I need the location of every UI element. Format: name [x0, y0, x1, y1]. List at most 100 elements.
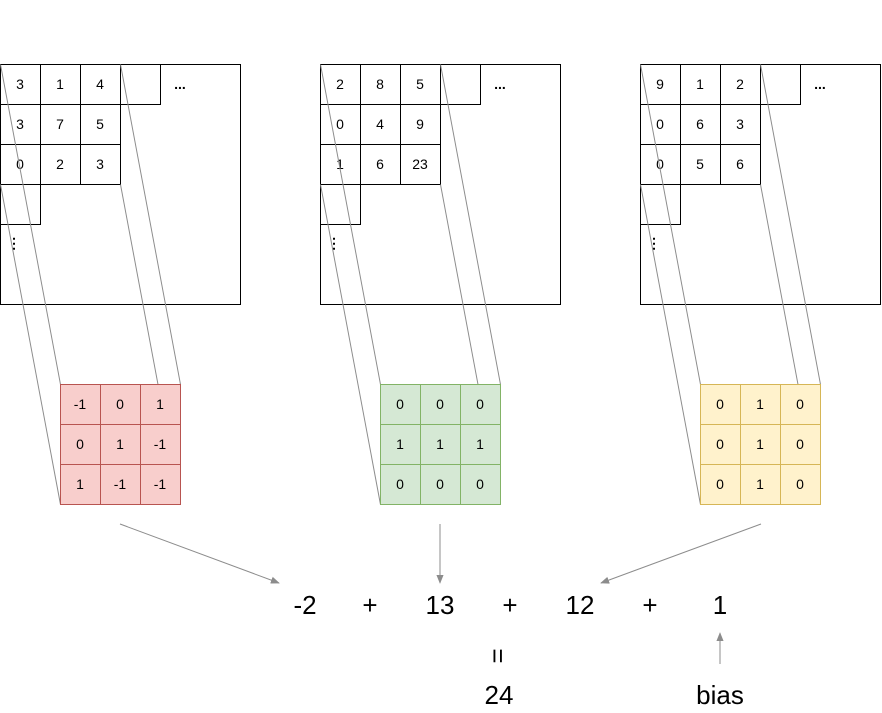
guide-line	[320, 184, 381, 505]
term-2: 13	[426, 590, 455, 620]
kernel-cell	[780, 384, 821, 425]
kernel-cell-value: 1	[116, 436, 124, 452]
input-cell-value: 1	[696, 76, 704, 92]
input-cell-value: 23	[412, 156, 428, 172]
input-cell-value: 0	[16, 156, 24, 172]
kernel-cell-value: 0	[796, 396, 804, 412]
kernel-cell-value: 1	[756, 436, 764, 452]
input-cell-value: 9	[416, 116, 424, 132]
input-cell-value: 2	[336, 76, 344, 92]
input-cell-value: 3	[96, 156, 104, 172]
ellipsis-vertical: ⋮	[647, 235, 661, 251]
plus-sign-3: +	[642, 590, 657, 620]
input-cell	[80, 144, 121, 185]
kernel-cell	[140, 384, 181, 425]
plus-sign-1: +	[362, 590, 377, 620]
input-cell-value: 9	[656, 76, 664, 92]
plus-sign-2: +	[502, 590, 517, 620]
input-cell-partial-right	[760, 64, 801, 105]
input-cell-value: 2	[56, 156, 64, 172]
ellipsis-horizontal: ...	[494, 76, 506, 92]
kernel-cell	[420, 464, 461, 505]
kernel-cell	[100, 464, 141, 505]
input-cell	[400, 144, 441, 185]
kernel-cell-value: 0	[796, 476, 804, 492]
kernel-cell-value: 1	[156, 396, 164, 412]
kernel-3: 0 1 0 0 1 0 0 1 0	[700, 384, 821, 505]
ellipsis-horizontal: ...	[814, 76, 826, 92]
kernel-cell	[100, 424, 141, 465]
input-cell-value: 8	[376, 76, 384, 92]
arrow-kernel3-to-term3	[600, 523, 762, 584]
input-cell-value: 0	[656, 156, 664, 172]
input-cell-partial-bottom	[640, 184, 681, 225]
input-cell	[720, 144, 761, 185]
kernel-cell	[780, 464, 821, 505]
input-cell-value: 0	[656, 116, 664, 132]
input-cell-value: 7	[56, 116, 64, 132]
kernel-cell-value: 0	[716, 476, 724, 492]
kernel-cell	[740, 464, 781, 505]
input-cell-partial-right	[120, 64, 161, 105]
kernel-cell-value: 1	[396, 436, 404, 452]
input-cell-value: 5	[96, 116, 104, 132]
kernel-cell	[380, 464, 421, 505]
kernel-cell-value: 1	[76, 476, 84, 492]
kernel-cell	[740, 424, 781, 465]
input-cell-value: 6	[736, 156, 744, 172]
input-cell-value: 5	[696, 156, 704, 172]
guide-line	[760, 64, 821, 385]
guide-line	[640, 64, 701, 385]
result-value: 24	[485, 680, 514, 710]
term-1: -2	[293, 590, 316, 620]
term-3: 12	[566, 590, 595, 620]
input-cell-value: 5	[416, 76, 424, 92]
input-cell-partial-bottom	[0, 184, 41, 225]
kernel-cell-value: 0	[716, 436, 724, 452]
kernel-cell-value: 0	[716, 396, 724, 412]
guide-line	[0, 184, 61, 505]
guide-line	[0, 64, 61, 385]
input-cell-partial-right	[440, 64, 481, 105]
kernel-cell	[740, 384, 781, 425]
kernel-cell	[460, 464, 501, 505]
kernel-cell-value: 1	[756, 396, 764, 412]
input-cell-value: 0	[336, 116, 344, 132]
equals-sign: =	[483, 648, 513, 663]
guide-line	[120, 64, 181, 385]
arrow-kernel1-to-term1	[119, 523, 280, 584]
input-cell-value: 4	[96, 76, 104, 92]
kernel-cell-value: 0	[436, 476, 444, 492]
input-cell-value: 3	[16, 76, 24, 92]
kernel-cell	[460, 384, 501, 425]
kernel-cell-value: -1	[154, 436, 167, 452]
ellipsis-vertical: ⋮	[327, 235, 341, 251]
sum-expression: -2 + 13 + 12 + 1 = 24 bias	[293, 590, 743, 710]
kernel-cell-value: -1	[74, 396, 87, 412]
kernel-cell-value: 1	[436, 436, 444, 452]
kernel-cell-value: 1	[756, 476, 764, 492]
input-cell-value: 1	[336, 156, 344, 172]
kernel-cell-value: -1	[114, 476, 127, 492]
kernel-cell	[60, 464, 101, 505]
input-cell-partial-bottom	[320, 184, 361, 225]
kernel-cell-value: 0	[116, 396, 124, 412]
input-cell-value: 1	[56, 76, 64, 92]
input-cell-value: 6	[696, 116, 704, 132]
input-cell-value: 3	[16, 116, 24, 132]
kernel-cell	[460, 424, 501, 465]
kernel-cell-value: 0	[396, 396, 404, 412]
kernel-cell-value: 0	[796, 436, 804, 452]
bias-label: bias	[696, 680, 744, 710]
input-cell-value: 6	[376, 156, 384, 172]
guide-line	[320, 64, 381, 385]
ellipsis-vertical: ⋮	[7, 235, 21, 251]
kernel-cell	[420, 424, 461, 465]
kernel-cell-value: 1	[476, 436, 484, 452]
